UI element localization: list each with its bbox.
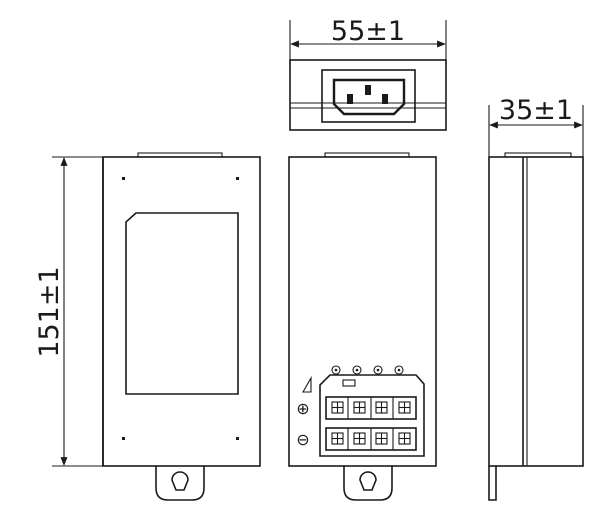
screw-icon	[236, 177, 239, 180]
dim-height-label: 151±1	[34, 266, 65, 357]
screw-icon	[236, 437, 239, 440]
top-view-outline	[289, 59, 447, 131]
terminal-view-top-tab	[324, 152, 410, 158]
terminal-row-bottom	[325, 427, 417, 451]
side-mounting-tab	[488, 466, 497, 501]
mounting-tab	[155, 466, 205, 501]
mounting-tab	[343, 466, 393, 501]
side-view-outline	[488, 156, 584, 467]
side-view-top-tab	[504, 152, 572, 158]
dim-depth-label: 35±1	[499, 95, 573, 126]
label-window	[125, 212, 239, 395]
front-view: 151±1	[34, 152, 261, 501]
ac-inlet-icon	[321, 69, 416, 123]
dim-width-label: 55±1	[331, 16, 405, 47]
terminal-row-top	[325, 396, 417, 420]
led-indicator	[342, 379, 356, 387]
front-view-top-tab	[137, 152, 223, 158]
side-view: 35±1	[488, 95, 584, 501]
positive-symbol: ⊕	[296, 399, 309, 418]
top-view: 55±1	[289, 16, 447, 131]
adjust-pot-icons	[331, 365, 404, 375]
negative-symbol: ⊖	[296, 430, 309, 449]
screw-icon	[122, 437, 125, 440]
terminal-view: ⊕ ⊖	[288, 152, 437, 501]
warning-icon	[302, 375, 312, 393]
terminal-block-housing	[319, 374, 425, 457]
screw-icon	[122, 177, 125, 180]
